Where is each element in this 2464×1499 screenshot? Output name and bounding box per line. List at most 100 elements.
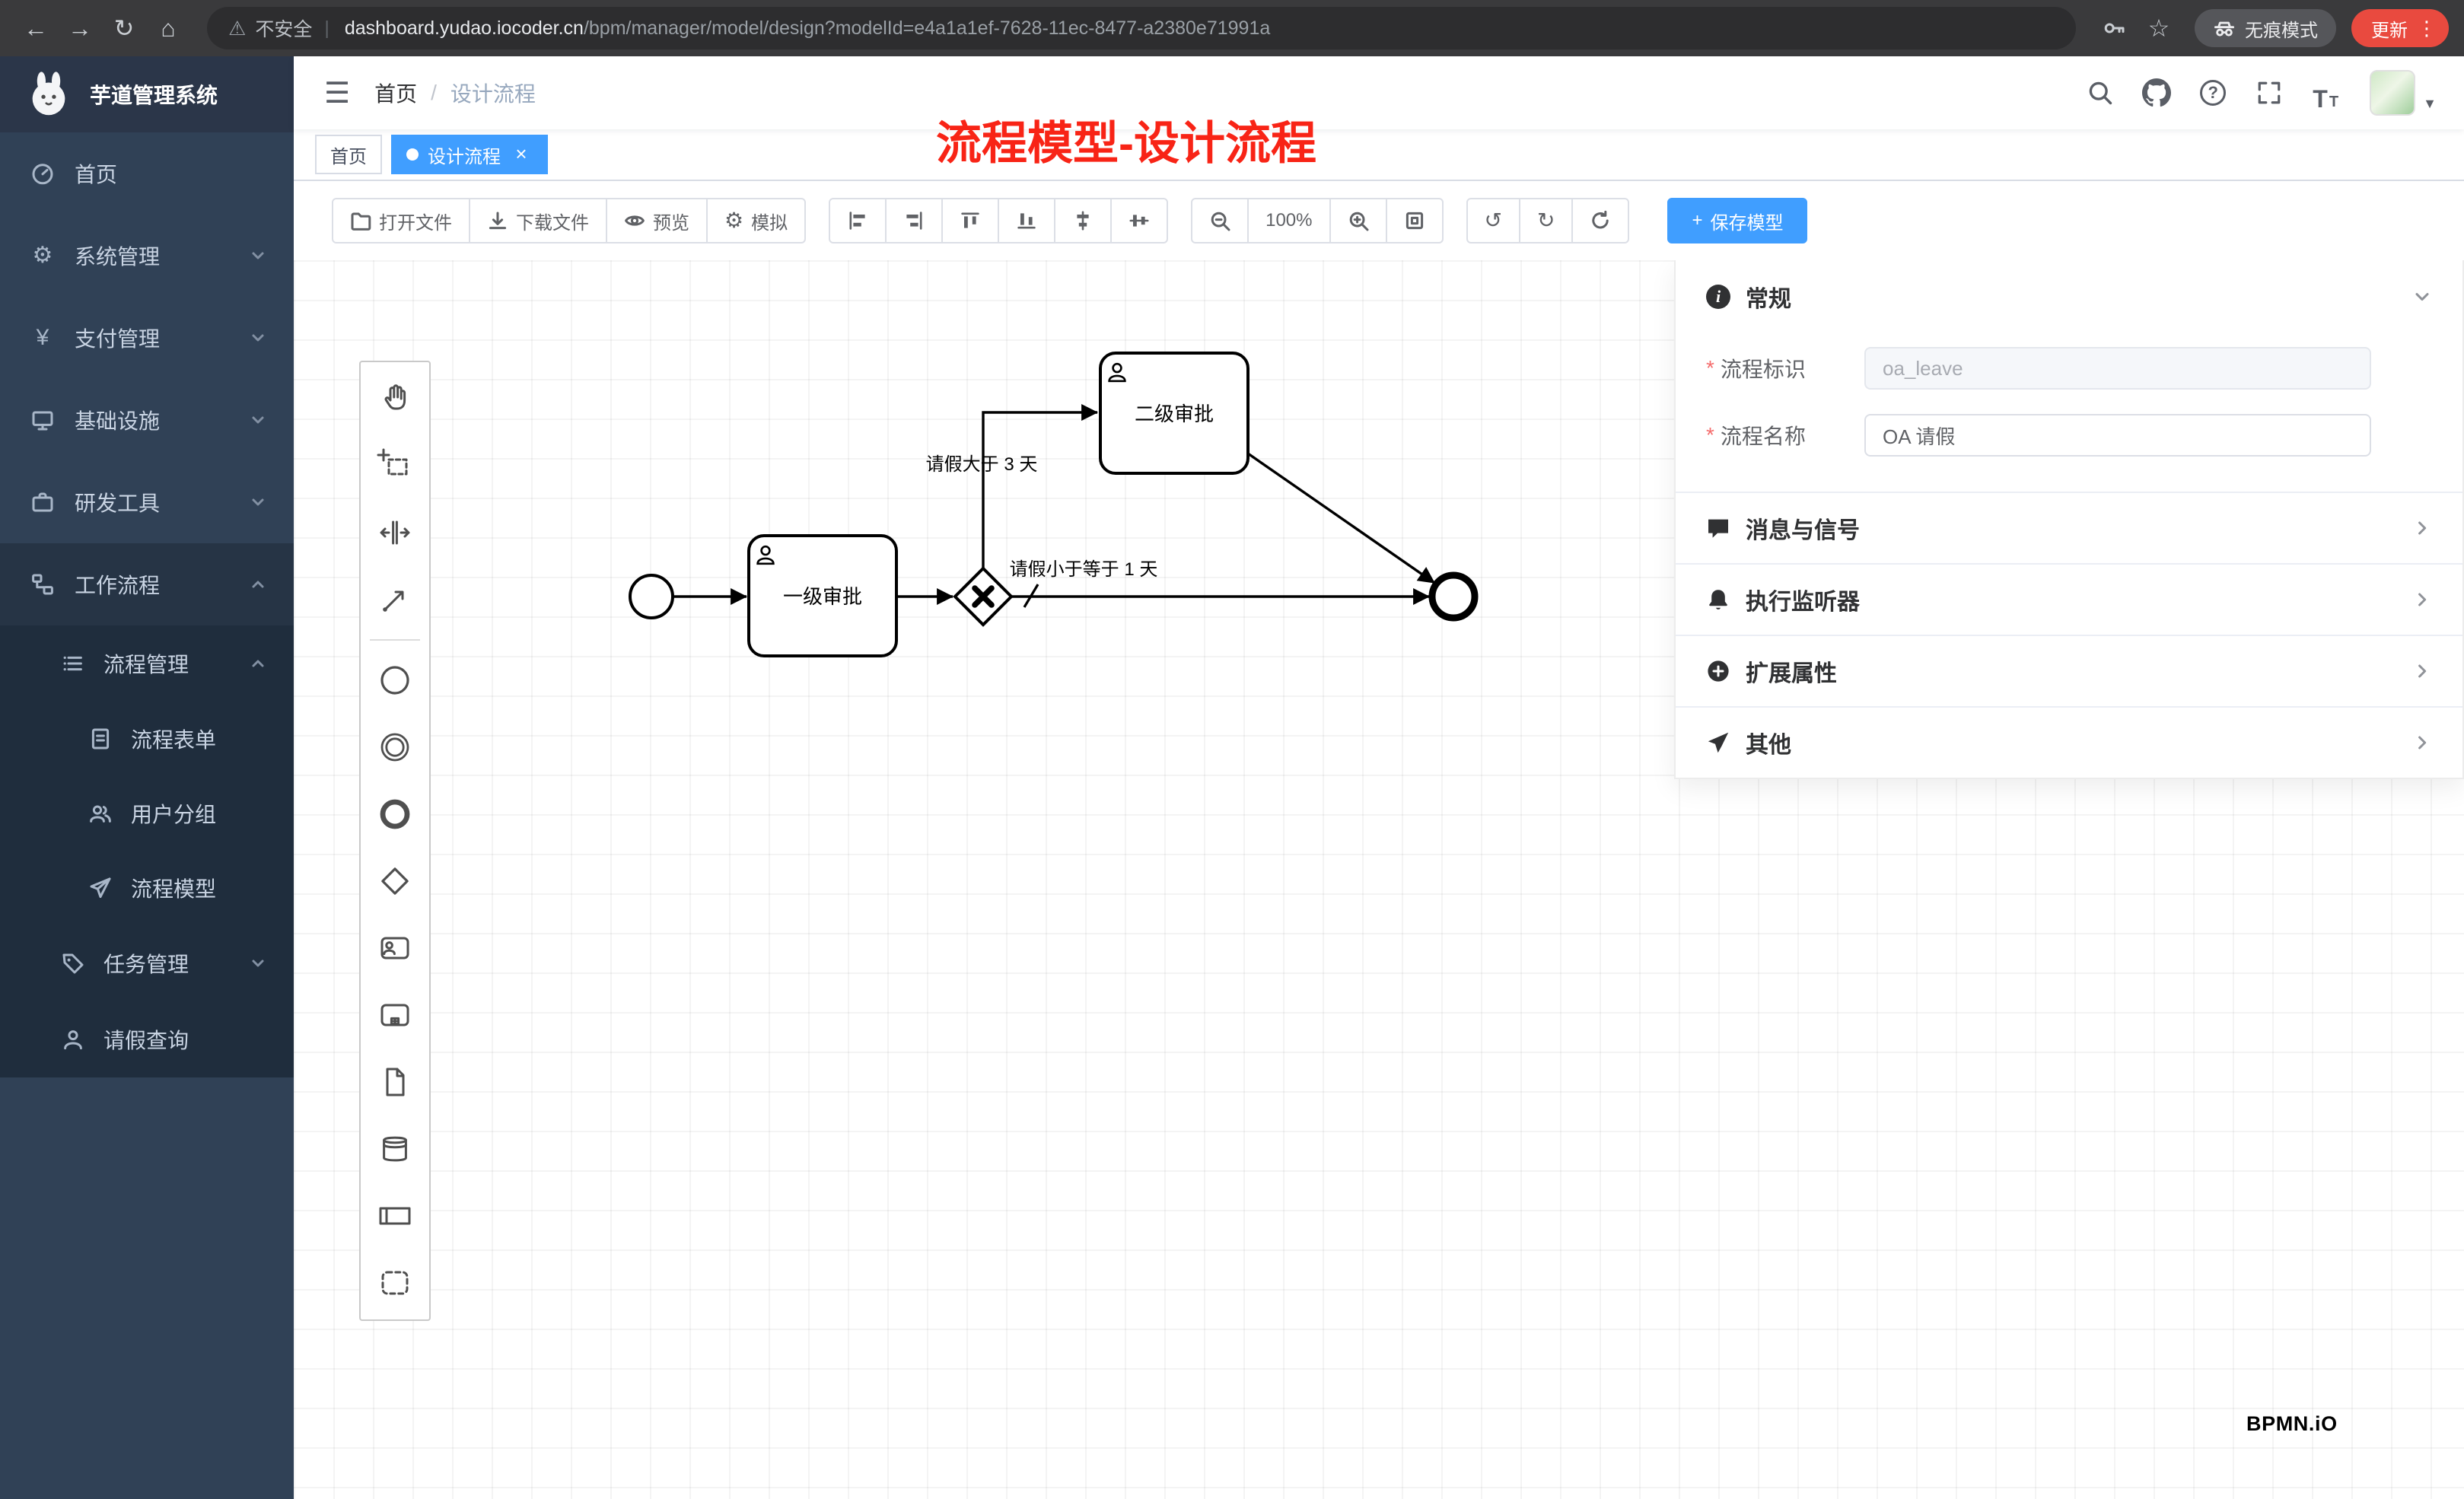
sidebar-item-process-form[interactable]: 流程表单 xyxy=(0,702,294,776)
section-execution-listener[interactable]: 执行监听器 xyxy=(1676,563,2462,635)
sidebar-item-process-model[interactable]: 流程模型 xyxy=(0,851,294,925)
sidebar-item-payment[interactable]: ¥ 支付管理 xyxy=(0,297,294,379)
condition-le-label[interactable]: 请假小于等于 1 天 xyxy=(1010,559,1158,580)
main-area: 流程模型-设计流程 ☰ 首页 / 设计流程 ? xyxy=(294,56,2464,1499)
hand-tool[interactable] xyxy=(361,365,429,432)
avatar[interactable] xyxy=(2370,70,2415,116)
sidebar-item-leave-query[interactable]: 请假查询 xyxy=(0,1001,294,1077)
sidebar-item-home[interactable]: 首页 xyxy=(0,132,294,215)
tag-home[interactable]: 首页 xyxy=(315,135,382,174)
zoom-in-button[interactable] xyxy=(1329,198,1387,243)
sidebar-item-system[interactable]: ⚙ 系统管理 xyxy=(0,215,294,297)
undo-button[interactable]: ↺ xyxy=(1466,198,1520,243)
flow-gateway-to-task2[interactable] xyxy=(983,412,1097,568)
bpmn-io-logo[interactable]: BPMN.iO xyxy=(2246,1412,2338,1436)
space-tool[interactable] xyxy=(361,499,429,566)
browser-reload-button[interactable]: ↻ xyxy=(103,8,145,49)
simulate-button[interactable]: ⚙ 模拟 xyxy=(706,198,806,243)
download-icon xyxy=(487,210,508,231)
browser-back-button[interactable]: ← xyxy=(15,8,56,49)
process-name-label: * 流程名称 xyxy=(1706,420,1864,450)
download-file-button[interactable]: 下载文件 xyxy=(469,198,607,243)
align-left-button[interactable] xyxy=(829,198,887,243)
sidebar-item-task-mgmt[interactable]: 任务管理 xyxy=(0,925,294,1001)
navbar: ☰ 首页 / 设计流程 ? TT xyxy=(294,56,2464,129)
zoom-out-icon xyxy=(1209,210,1230,231)
redo-button[interactable]: ↻ xyxy=(1519,198,1573,243)
global-connect-tool[interactable] xyxy=(361,566,429,633)
browser-home-button[interactable]: ⌂ xyxy=(148,8,189,49)
create-start-event[interactable] xyxy=(361,647,429,714)
bookmark-star-button[interactable]: ☆ xyxy=(2138,8,2179,49)
app-logo[interactable]: 芋道管理系统 xyxy=(0,56,294,132)
restart-button[interactable] xyxy=(1571,198,1629,243)
security-label[interactable]: 不安全 xyxy=(255,14,312,42)
end-event[interactable] xyxy=(1432,575,1475,618)
create-subprocess[interactable] xyxy=(361,982,429,1049)
sidebar-item-workflow[interactable]: 工作流程 xyxy=(0,543,294,625)
condition-gt-label[interactable]: 请假大于 3 天 xyxy=(926,454,1038,475)
incognito-badge: 无痕模式 xyxy=(2195,9,2336,47)
sidebar-item-infra[interactable]: 基础设施 xyxy=(0,379,294,461)
bpmn-canvas[interactable]: 一级审批 二级审批 请假大于 3 天 请假小于等于 1 天 xyxy=(294,260,2464,1499)
font-size-button[interactable]: TT xyxy=(2307,75,2344,111)
align-top-icon xyxy=(960,210,981,231)
header-search-button[interactable] xyxy=(2082,75,2119,111)
sidebar-item-user-group[interactable]: 用户分组 xyxy=(0,776,294,851)
process-key-input[interactable] xyxy=(1864,347,2371,390)
close-icon[interactable]: × xyxy=(510,143,533,166)
section-other[interactable]: 其他 xyxy=(1676,706,2462,778)
tag-design-process[interactable]: 设计流程 × xyxy=(391,135,548,174)
process-name-input[interactable] xyxy=(1864,414,2371,457)
intermediate-event-icon xyxy=(377,729,413,765)
section-extended-attrs[interactable]: 扩展属性 xyxy=(1676,635,2462,706)
briefcase-icon xyxy=(30,490,55,514)
create-end-event[interactable] xyxy=(361,781,429,848)
align-right-button[interactable] xyxy=(885,198,943,243)
sidebar-item-devtools[interactable]: 研发工具 xyxy=(0,461,294,543)
tag-icon xyxy=(61,951,85,975)
save-model-button[interactable]: + 保存模型 xyxy=(1667,198,1807,243)
create-user-task[interactable] xyxy=(361,915,429,982)
section-general[interactable]: i 常规 xyxy=(1676,260,2462,333)
browser-menu-icon[interactable]: ⋮ xyxy=(2417,18,2437,38)
align-center-horizontal-icon xyxy=(1072,210,1094,231)
update-chip[interactable]: 更新 ⋮ xyxy=(2351,9,2449,47)
section-message-signal[interactable]: 消息与信号 xyxy=(1676,492,2462,563)
start-event[interactable] xyxy=(630,575,673,618)
breadcrumb-home[interactable]: 首页 xyxy=(374,78,417,108)
fullscreen-button[interactable] xyxy=(2251,75,2287,111)
dashboard-icon xyxy=(30,161,55,186)
address-bar[interactable]: ⚠ 不安全 | dashboard.yudao.iocoder.cn/bpm/m… xyxy=(207,7,2076,49)
user-menu[interactable]: ▼ xyxy=(2370,70,2437,116)
create-group[interactable] xyxy=(361,1249,429,1316)
chevron-down-icon xyxy=(250,955,266,972)
app: 芋道管理系统 首页 ⚙ 系统管理 ¥ 支付管理 基础设施 研发工具 工 xyxy=(0,56,2464,1499)
create-data-store[interactable] xyxy=(361,1115,429,1182)
zoom-fit-button[interactable] xyxy=(1386,198,1444,243)
align-center-vertical-button[interactable] xyxy=(1110,198,1168,243)
align-bottom-button[interactable] xyxy=(998,198,1055,243)
github-button[interactable] xyxy=(2138,75,2175,111)
chevron-up-icon xyxy=(250,576,266,593)
sidebar-item-process-mgmt[interactable]: 流程管理 xyxy=(0,625,294,702)
browser-forward-button[interactable]: → xyxy=(59,8,100,49)
monitor-icon xyxy=(30,408,55,432)
zoom-level-button[interactable]: 100% xyxy=(1247,198,1330,243)
flow-task2-to-end[interactable] xyxy=(1248,454,1434,583)
create-participant[interactable] xyxy=(361,1182,429,1249)
create-intermediate-event[interactable] xyxy=(361,714,429,781)
preview-button[interactable]: 预览 xyxy=(606,198,708,243)
hamburger-icon[interactable]: ☰ xyxy=(324,76,350,110)
chevron-right-icon xyxy=(2412,661,2432,681)
help-button[interactable]: ? xyxy=(2195,75,2231,111)
open-file-button[interactable]: 打开文件 xyxy=(332,198,470,243)
create-data-object[interactable] xyxy=(361,1049,429,1115)
create-exclusive-gateway[interactable] xyxy=(361,848,429,915)
align-bottom-icon xyxy=(1016,210,1037,231)
zoom-out-button[interactable] xyxy=(1191,198,1249,243)
password-key-button[interactable] xyxy=(2094,8,2135,49)
align-top-button[interactable] xyxy=(941,198,999,243)
align-center-horizontal-button[interactable] xyxy=(1054,198,1112,243)
lasso-tool[interactable] xyxy=(361,432,429,499)
